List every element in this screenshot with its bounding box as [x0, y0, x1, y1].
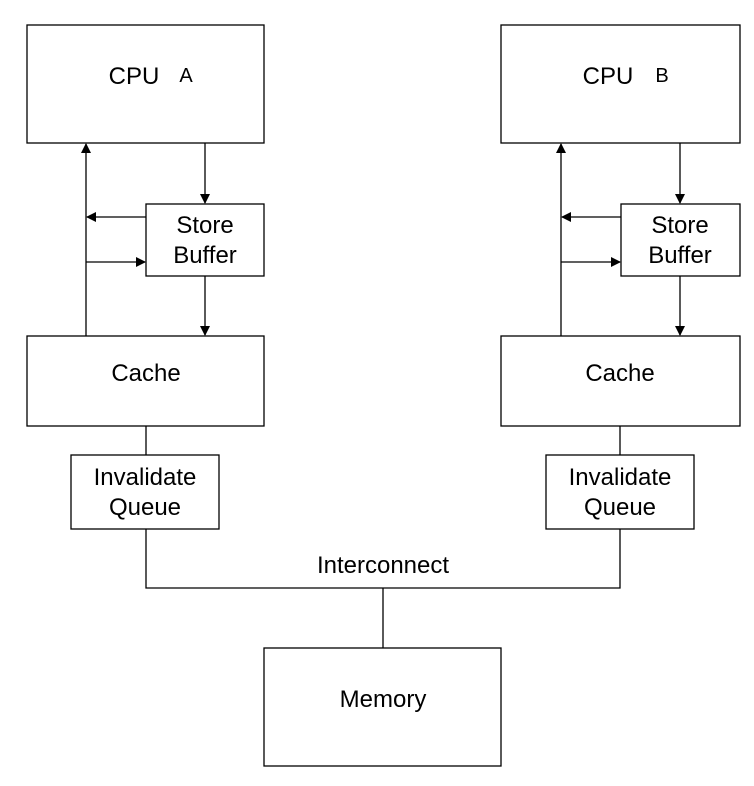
- store-buffer-a-group: Store Buffer: [145, 203, 265, 277]
- invalidate-queue-b-box: [545, 454, 695, 530]
- invalidate-queue-a-box: [70, 454, 220, 530]
- store-buffer-b-line1: Store: [651, 212, 708, 239]
- invalidate-queue-a-group: Invalidate Queue: [70, 454, 220, 530]
- cpu-a-group: CPU A: [26, 24, 265, 144]
- cache-b-box: [500, 335, 741, 427]
- invalidate-queue-b-line1: Invalidate: [569, 464, 672, 491]
- store-buffer-a-line2: Buffer: [173, 242, 237, 269]
- store-buffer-a-box: [145, 203, 265, 277]
- invalidate-queue-b-line2: Queue: [584, 494, 656, 521]
- cache-a-box: [26, 335, 265, 427]
- store-buffer-b-group: Store Buffer: [620, 203, 741, 277]
- invalidate-queue-b-group: Invalidate Queue: [545, 454, 695, 530]
- invalidate-queue-a-line2: Queue: [109, 494, 181, 521]
- store-buffer-a-line1: Store: [176, 212, 233, 239]
- cache-a-group: Cache: [26, 335, 265, 427]
- invalidate-queue-a-line1: Invalidate: [94, 464, 197, 491]
- memory-label: Memory: [340, 686, 427, 713]
- cpu-a-label: CPU: [109, 63, 160, 90]
- cpu-a-box: [26, 24, 265, 144]
- memory-group: Memory: [263, 647, 502, 767]
- cache-b-label: Cache: [585, 360, 654, 387]
- store-buffer-b-box: [620, 203, 741, 277]
- cpu-b-id: B: [655, 65, 668, 87]
- cache-b-group: Cache: [500, 335, 741, 427]
- cache-a-label: Cache: [111, 360, 180, 387]
- cpu-a-id: A: [179, 65, 193, 87]
- cpu-b-group: CPU B: [500, 24, 741, 144]
- cpu-b-label: CPU: [583, 63, 634, 90]
- interconnect-label: Interconnect: [317, 552, 449, 579]
- cpu-b-box: [500, 24, 741, 144]
- store-buffer-b-line2: Buffer: [648, 242, 712, 269]
- memory-box: [263, 647, 502, 767]
